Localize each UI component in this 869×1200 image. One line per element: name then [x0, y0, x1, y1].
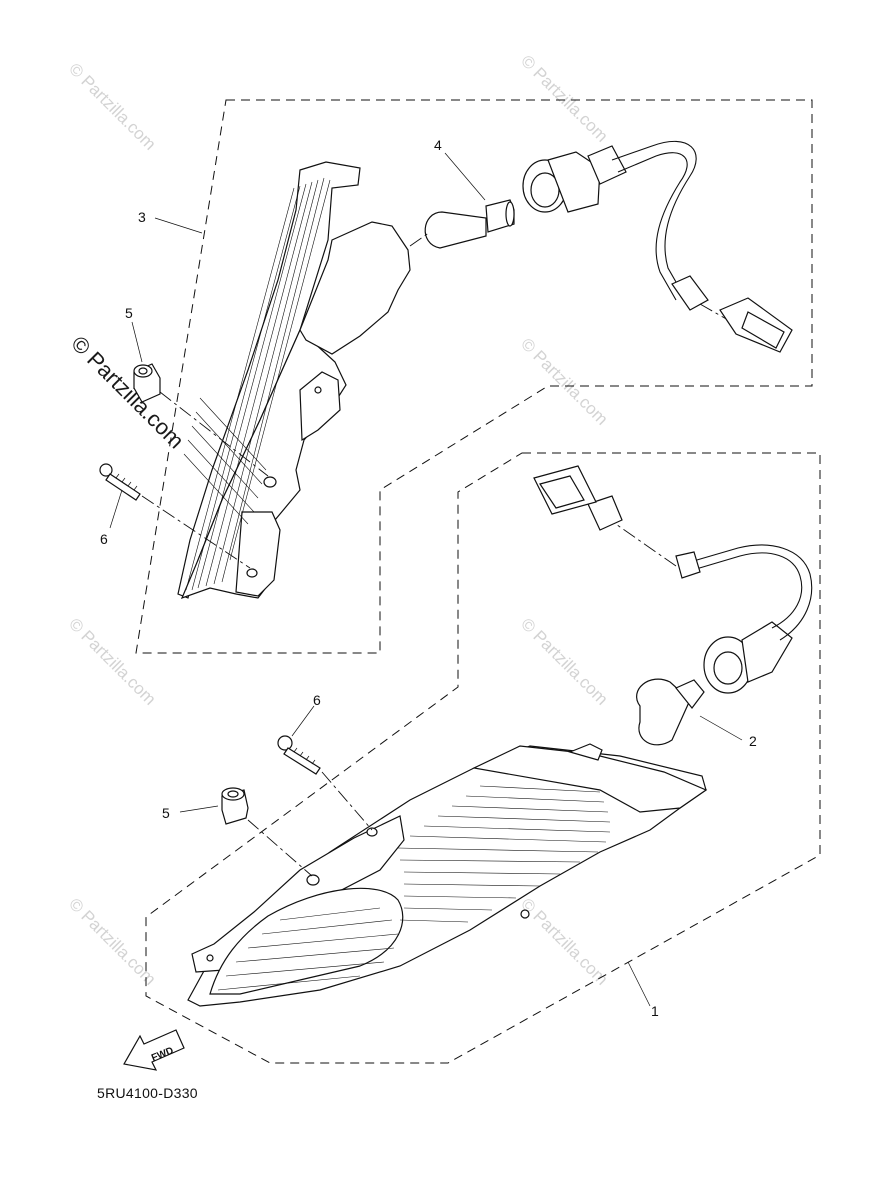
screw-lower: [277, 735, 321, 775]
watermark: © Partzilla.com: [65, 894, 159, 988]
watermark: © Partzilla.com: [517, 334, 611, 428]
screw-upper: [99, 463, 141, 501]
flasher-light-lower: [187, 743, 708, 1007]
bushing-upper: [133, 363, 161, 403]
bushing-lower: [221, 787, 249, 825]
callout-leaders: [109, 152, 743, 1007]
watermark: © Partzilla.com: [517, 51, 611, 145]
callout-4: 4: [434, 137, 442, 153]
callout-6-upper: 6: [100, 531, 108, 547]
bulb-upper: [424, 199, 515, 249]
callout-2: 2: [749, 733, 757, 749]
watermark: © Partzilla.com: [65, 614, 159, 708]
callout-6-lower: 6: [313, 692, 321, 708]
socket-harness-lower: [533, 465, 813, 694]
watermark-dark: © Partzilla.com: [66, 331, 189, 454]
centerline-5-lower: [247, 819, 313, 877]
callout-5-upper: 5: [125, 305, 133, 321]
fwd-arrow-icon: FWD: [123, 1029, 185, 1071]
callout-3: 3: [138, 209, 146, 225]
part-code: 5RU4100-D330: [97, 1085, 198, 1101]
lens-ribs: [183, 177, 331, 591]
centerline-6-lower: [321, 771, 373, 831]
watermark: © Partzilla.com: [517, 894, 611, 988]
watermark: © Partzilla.com: [517, 614, 611, 708]
lens-ribs-lower: [217, 785, 611, 991]
watermark: © Partzilla.com: [65, 59, 159, 153]
socket-harness-upper: [522, 140, 793, 353]
bulb-lower: [636, 678, 705, 746]
callout-5-lower: 5: [162, 805, 170, 821]
flasher-light-upper: [177, 161, 411, 600]
centerline-5-upper: [159, 391, 269, 477]
centerline-6-upper: [141, 495, 251, 569]
centerline-bulb-upper: [409, 231, 431, 247]
lower-group-outline: [145, 452, 821, 1064]
upper-group-outline: [135, 99, 813, 654]
callout-1: 1: [651, 1003, 659, 1019]
